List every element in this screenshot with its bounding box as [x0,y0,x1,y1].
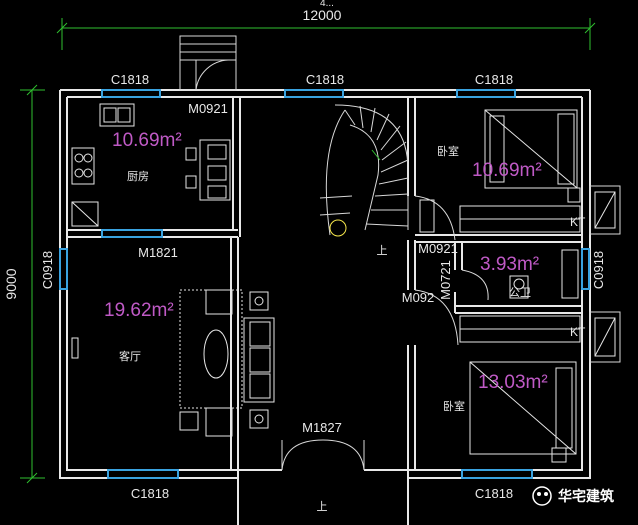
stair-up-label: 上 [377,244,388,257]
kitchen-area: 10.69m² [112,130,182,151]
kitchen-fixtures [71,103,231,227]
door-label-front: M1827 [302,420,342,435]
windows [59,89,590,479]
interior-walls [67,97,582,470]
window-label-kitchen: C1818 [111,72,149,87]
top-dimension-faint: 4... [320,0,334,9]
bath-name: 公卫 [509,286,531,299]
front-door [281,439,365,471]
kitchen-name: 厨房 [127,170,149,183]
door-label-bedroom2: M092 [402,290,435,305]
dimension-lines [20,18,596,484]
door-label-bedroom1: M0921 [418,241,458,256]
back-steps [179,35,237,91]
bedroom2-area: 13.03m² [478,372,548,393]
brand-name: 华宅建筑 [558,488,614,505]
bath-area: 3.93m² [480,254,539,275]
window-label-living-left: C0918 [40,251,55,289]
spiral-stair [319,104,409,237]
entrance-up-label: 上 [317,500,328,513]
bedroom1-door-swing [414,195,456,241]
window-label-bedroom2-bottom: C1818 [475,486,513,501]
bath-fixtures [461,249,579,301]
living-area: 19.62m² [104,300,174,321]
window-label-living-bottom: C1818 [131,486,169,501]
brand-logo [532,486,552,506]
door-label-back: M0921 [188,101,228,116]
ac-units [589,185,621,363]
window-label-bedroom1: C1818 [475,72,513,87]
bedroom2-furniture [414,289,581,463]
bedroom1-furniture [419,109,581,233]
height-dimension: 9000 [3,268,19,299]
ac-label-1: KT [570,215,586,229]
bedroom1-area: 10.69m² [472,160,542,181]
window-label-bath-right: C0918 [591,251,606,289]
living-name: 客厅 [119,349,141,363]
living-furniture [71,289,275,437]
bedroom2-name: 卧室 [443,399,465,413]
door-label-kitchen: M1821 [138,245,178,260]
door-label-bath: M0721 [438,260,453,300]
width-dimension: 12000 [303,7,342,23]
window-label-stair: C1818 [306,72,344,87]
bedroom1-name: 卧室 [437,144,459,158]
ac-label-2: KT [570,325,586,339]
